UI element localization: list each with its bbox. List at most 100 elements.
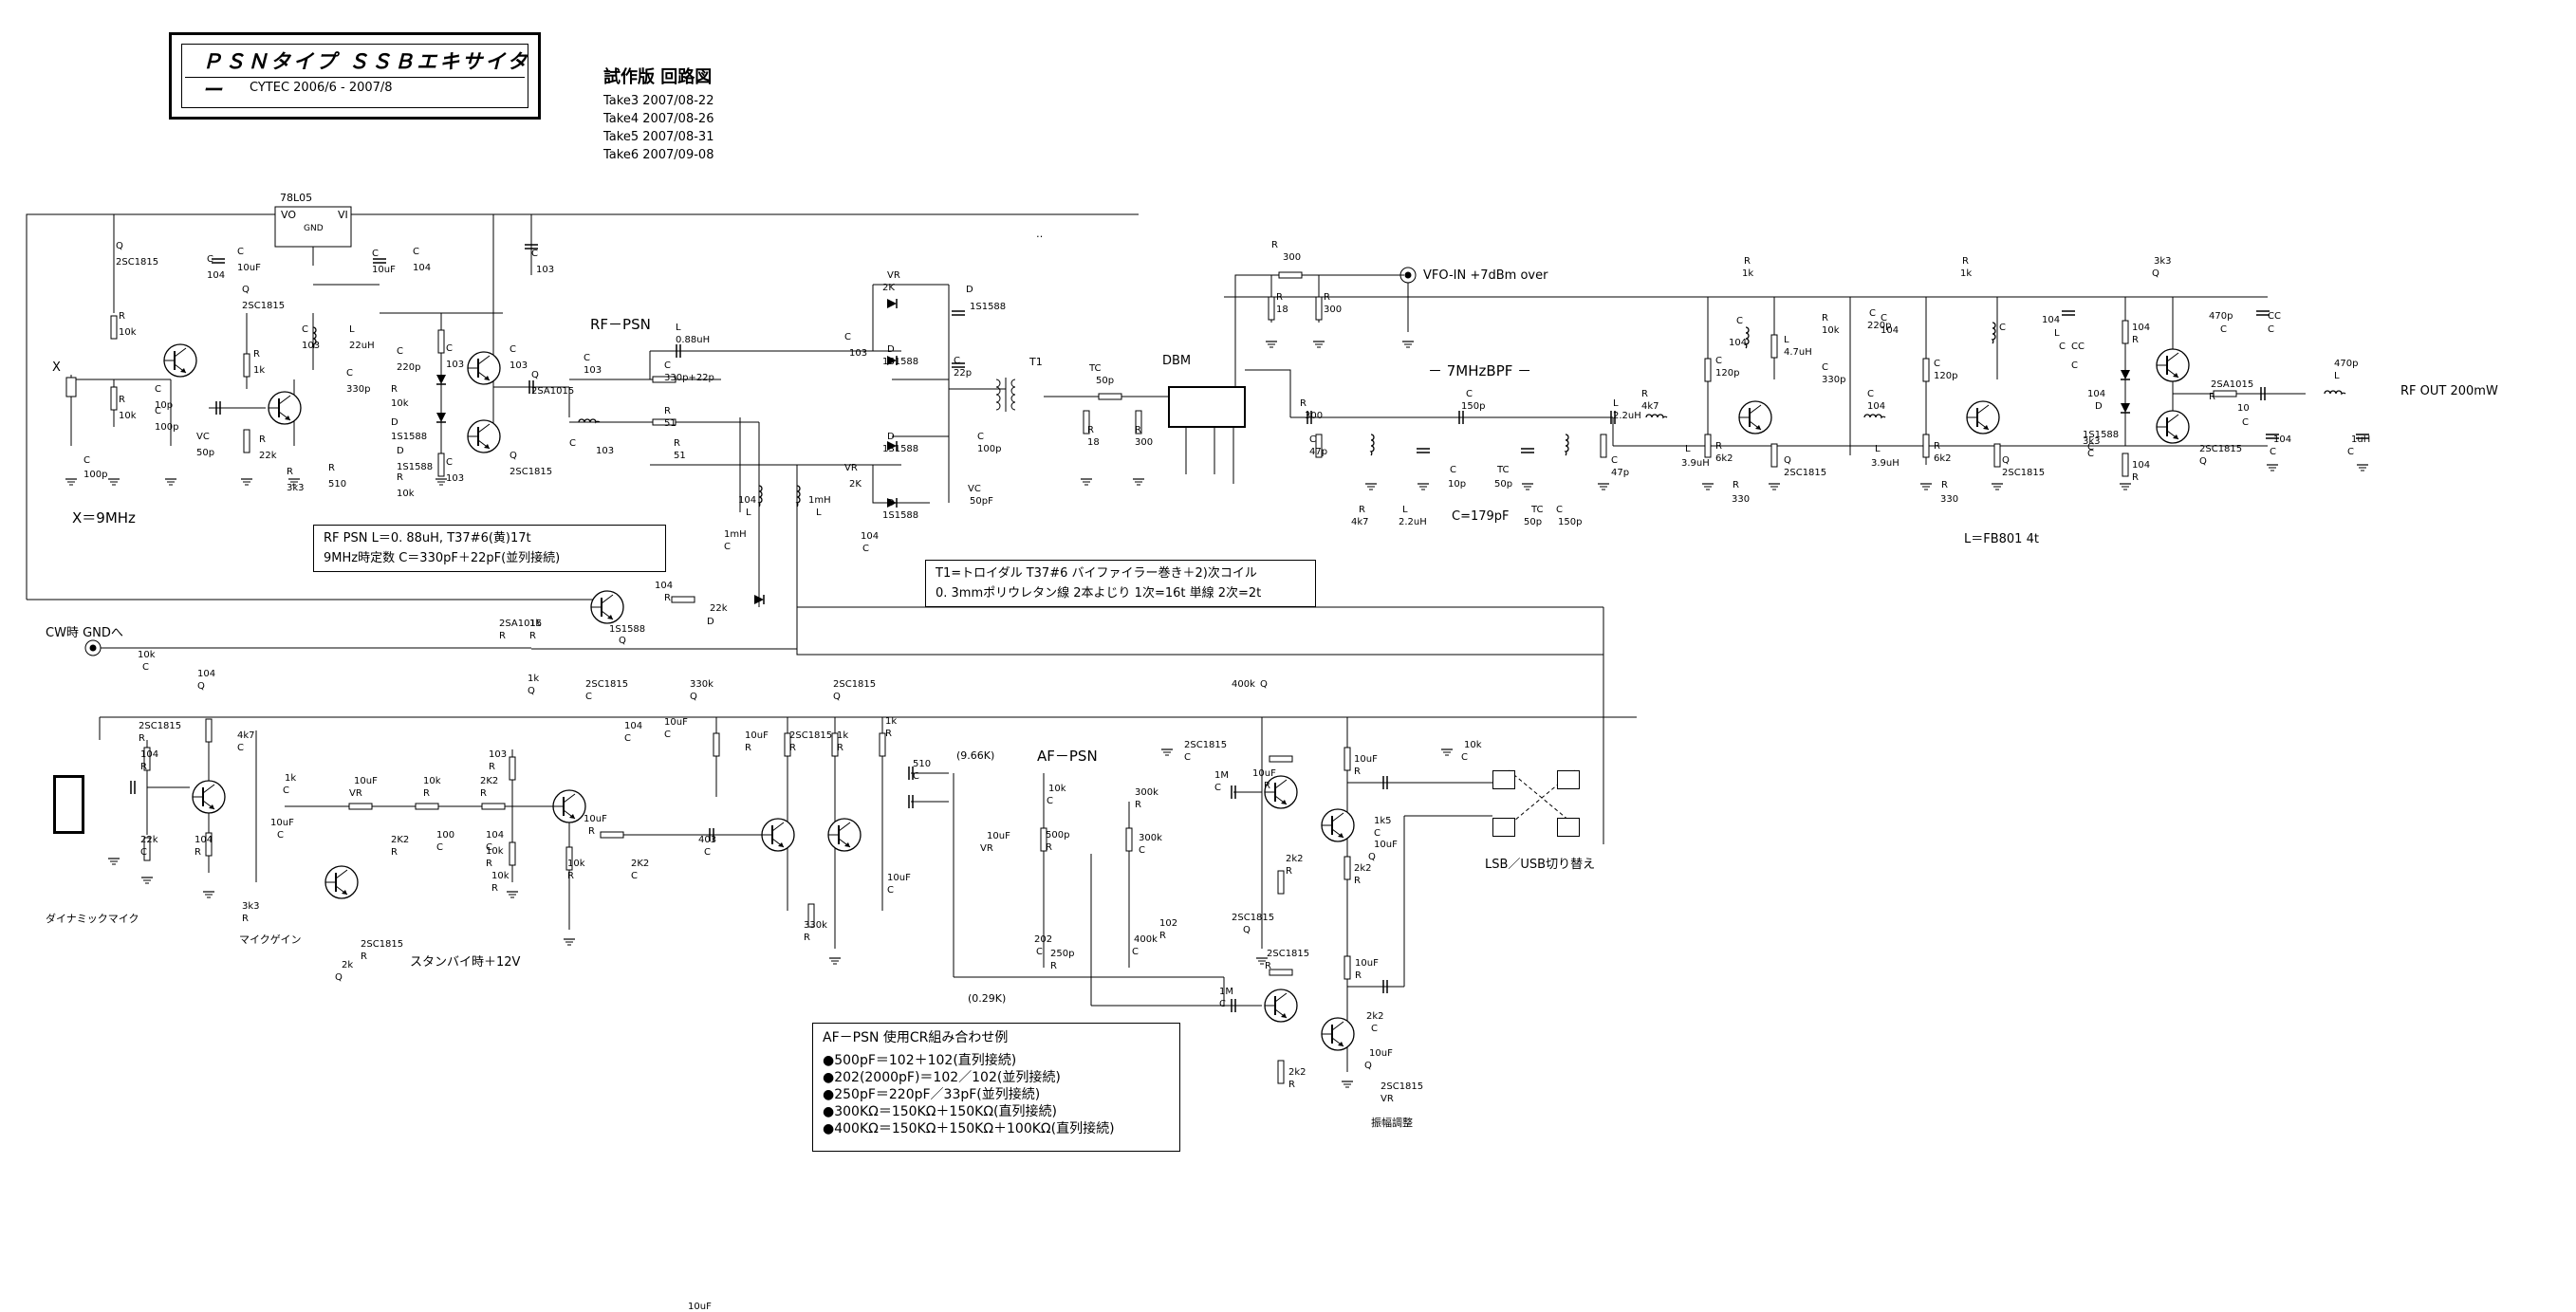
part-label: 10k <box>1822 325 1840 336</box>
note-t1-line: T1=トロイダル T37#6 バイファイラー巻き＋2)次コイル <box>936 566 1257 581</box>
cr-combination-table: AF－PSN 使用CR組み合わせ例 ●500pF＝102＋102(直列接続) ●… <box>812 1023 1180 1152</box>
part-label: 50p <box>1494 479 1513 490</box>
part-label: 4k7 <box>1351 517 1369 527</box>
part-label: 300 <box>1324 305 1343 315</box>
title-main: ＰＳＮタイプ ＳＳＢエキサイター <box>202 50 530 102</box>
part-label: C <box>2347 447 2354 457</box>
part-label: 10uF <box>745 730 769 741</box>
part-label: R <box>423 788 430 799</box>
part-label: D <box>887 498 895 508</box>
part-label: Q <box>510 451 517 461</box>
part-label: R <box>499 631 506 641</box>
part-label: 103 <box>446 360 465 370</box>
part-label: 2SA1015 <box>531 386 575 397</box>
part-label: R <box>1941 480 1948 490</box>
part-label: R <box>567 871 574 881</box>
switch-contact[interactable] <box>1557 818 1580 837</box>
part-label: 2SC1815 <box>510 467 553 477</box>
part-label: 300 <box>1305 411 1324 421</box>
part-label: R <box>885 729 892 739</box>
part-label: C <box>2059 342 2066 352</box>
part-label: R <box>1286 866 1292 877</box>
cr-table-row: ●202(2000pF)＝102／102(並列接続) <box>823 1070 1061 1085</box>
part-label: 6k2 <box>1934 453 1952 464</box>
part-label: 1k <box>529 619 542 629</box>
part-label: 104 <box>2132 323 2151 333</box>
part-label: 2k <box>342 960 354 970</box>
part-label: VR <box>980 843 993 854</box>
switch-contact[interactable] <box>1492 818 1515 837</box>
part-label: C <box>954 356 960 366</box>
label-vfo-in: VFO-IN +7dBm over <box>1423 268 1548 283</box>
part-label: 50p <box>1524 517 1543 527</box>
part-label: R <box>1733 480 1739 490</box>
part-label: 1S1588 <box>391 432 428 442</box>
part-label: 10uF <box>584 814 607 824</box>
part-label: C <box>664 360 671 371</box>
cr-table-row: ●250pF＝220pF／33pF(並列接続) <box>823 1087 1041 1102</box>
part-label: C <box>237 743 244 753</box>
part-label: R <box>486 859 492 869</box>
part-label: TC <box>1089 363 1102 374</box>
part-label: Q <box>2199 456 2207 467</box>
part-label: C <box>155 406 161 416</box>
revision-take: Take3 2007/08-22 <box>603 94 714 108</box>
part-label: R <box>1641 389 1648 399</box>
part-label: 1k <box>837 730 849 741</box>
part-label: 22k <box>710 603 728 614</box>
part-label: 10k <box>423 776 441 786</box>
part-label: 104 <box>140 749 159 760</box>
switch-contact[interactable] <box>1557 770 1580 789</box>
part-label: C <box>2270 447 2276 457</box>
part-label: 10uF <box>270 818 294 828</box>
lsb-usb-switch[interactable] <box>1492 770 1580 837</box>
part-label: R <box>491 883 498 894</box>
part-label: C <box>237 247 244 257</box>
part-label: R <box>1276 292 1283 303</box>
part-label: 120p <box>1715 368 1740 379</box>
part-label: C <box>844 332 851 342</box>
part-label: 50p <box>1096 376 1115 386</box>
part-label: R <box>489 762 495 772</box>
part-label: 104 <box>738 495 757 506</box>
note-rf-psn: RF PSN L＝0. 88uH, T37#6(黄)17t 9MHz時定数 C＝… <box>313 525 666 572</box>
part-label: 103 <box>489 749 508 760</box>
part-label: L <box>2054 328 2060 339</box>
part-label: R <box>1046 842 1052 853</box>
part-label: 103 <box>596 446 615 456</box>
cr-table-title: AF－PSN 使用CR組み合わせ例 <box>823 1030 1009 1045</box>
part-label: Q <box>242 285 250 295</box>
part-label: R <box>242 914 249 924</box>
part-label: 2SC1815 <box>2002 468 2046 478</box>
part-label: 2k2 <box>1354 863 1372 874</box>
part-label: R <box>1962 256 1969 267</box>
switch-contact[interactable] <box>1492 770 1515 789</box>
part-label: R <box>1159 931 1166 941</box>
part-label: 2SC1815 <box>833 679 877 690</box>
part-label: C <box>413 247 419 257</box>
part-label: R <box>253 349 260 360</box>
part-label: CC <box>2071 342 2085 352</box>
part-label: D <box>707 617 714 627</box>
note-rf-psn-line: RF PSN L＝0. 88uH, T37#6(黄)17t <box>324 531 531 545</box>
part-label: 104 <box>1867 401 1886 412</box>
part-label: C <box>1132 947 1139 957</box>
label-fb801: L＝FB801 4t <box>1964 532 2039 546</box>
part-label: R <box>391 847 398 858</box>
revision-heading: 試作版 回路図 <box>603 67 713 87</box>
part-label: 100p <box>155 422 179 433</box>
part-label: 103 <box>302 341 321 351</box>
part-label: 1k <box>285 773 297 784</box>
part-label: 104 <box>2132 460 2151 471</box>
part-label: 3k3 <box>2083 436 2101 447</box>
part-label: L <box>1613 398 1619 409</box>
part-label: C <box>1374 828 1381 839</box>
part-label: TC <box>1497 465 1510 475</box>
label-reg-gnd: GND <box>304 224 324 233</box>
part-label: D <box>966 285 973 295</box>
part-label: C <box>631 871 638 881</box>
part-label: R <box>1354 876 1361 886</box>
part-label: 22p <box>954 368 973 379</box>
part-label: 2SC1815 <box>139 721 182 731</box>
part-label: C <box>1934 359 1940 369</box>
